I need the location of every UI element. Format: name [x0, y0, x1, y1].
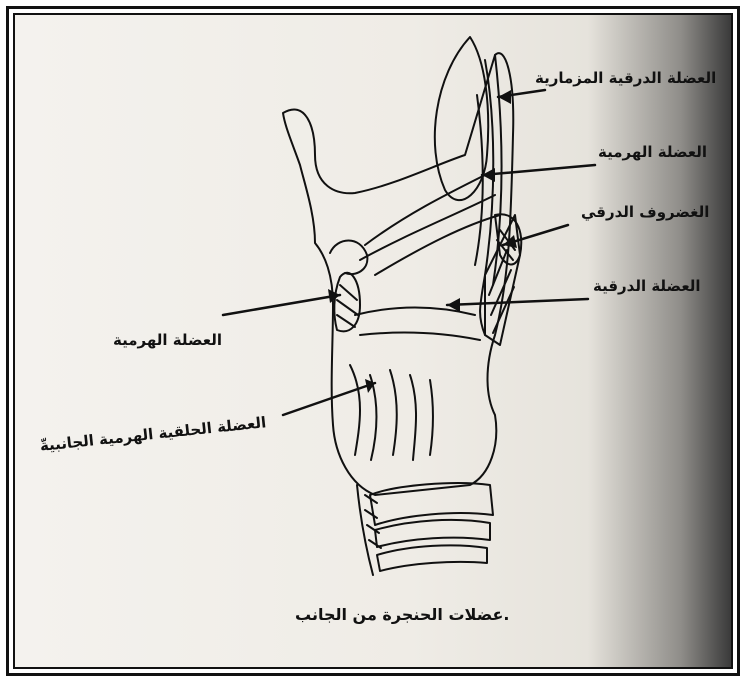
label-thyro-epiglottic: العضلة الدرقية المزمارية — [535, 69, 716, 87]
tracheal-ring-2 — [377, 545, 487, 571]
label-arytenoid-right: العضلة الهرمية — [598, 143, 707, 161]
label-thyroid-muscle: العضلة الدرقية — [593, 277, 701, 295]
label-arytenoid-left: العضلة الهرمية — [113, 331, 222, 349]
tracheal-ring-1 — [375, 520, 490, 547]
cricoarytenoid-fibers — [350, 365, 433, 460]
label-thyroid-cartilage: الغضروف الدرقي — [581, 203, 709, 221]
figure-caption: .عضلات الحنجرة من الجانب — [295, 605, 509, 624]
arrow-thyroid-muscle — [447, 299, 588, 305]
arrow-lateral-cricoarytenoid — [283, 383, 375, 415]
arrow-arytenoid-right — [482, 165, 595, 175]
arytenoid-knob — [330, 241, 367, 275]
arrow-arytenoid-left — [223, 295, 340, 315]
thyroid-cartilage-outline — [283, 53, 513, 495]
figure-panel: العضلة الدرقية المزمارية العضلة الهرمية … — [13, 13, 733, 669]
